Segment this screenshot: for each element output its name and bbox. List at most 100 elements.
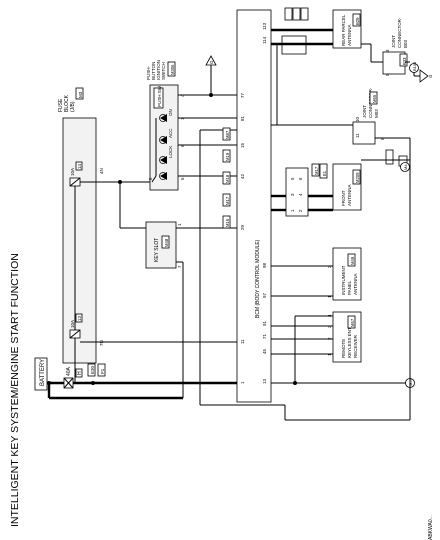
fuse-14-id: 14 — [77, 163, 82, 169]
on-indicator — [159, 114, 167, 122]
rke-conn-box — [347, 315, 356, 329]
push-switch-conn: M306 — [170, 64, 175, 75]
rke-conn: M57 — [350, 318, 355, 327]
m8-box — [284, 7, 293, 21]
m4-label: M4 — [403, 164, 408, 170]
ground2-label: G — [428, 74, 433, 78]
front-conn: M209 — [355, 172, 360, 183]
inst-line2: PANEL — [347, 280, 352, 295]
joint-m-line3: M03 — [374, 109, 379, 118]
key-slot-label: KEY SLOT — [154, 238, 160, 262]
bcm-box — [236, 9, 272, 403]
m16-conn-box — [222, 215, 231, 229]
bcm-pin-15: 15 — [240, 142, 245, 148]
battery-label: BATTERY — [40, 359, 46, 386]
battery-box — [34, 357, 48, 391]
e1-box — [319, 163, 328, 179]
fusible-link-id: H — [77, 371, 83, 375]
key-slot-conn: M48 — [164, 238, 169, 247]
m4-circle — [400, 162, 410, 172]
m16-conn: M16 — [225, 218, 230, 227]
switch-feed — [151, 175, 157, 183]
m17-conn: M17 — [225, 196, 230, 205]
front-line1: FRONT — [341, 190, 346, 206]
front-pin-4: 4 — [298, 193, 303, 196]
b2-box — [300, 7, 309, 21]
bcm-label: BCM (BODY CONTROL MODULE) — [255, 239, 261, 318]
bcm-pin-77: 77 — [240, 92, 245, 98]
rear-antenna-line1: REAR PARCEL — [341, 14, 346, 46]
bcm-pin-113: 113 — [262, 22, 267, 30]
joint-m-conn-box — [369, 91, 378, 105]
joint-b-line1: JOINT — [391, 35, 396, 48]
push-switch-line2: BUTTON — [151, 62, 156, 80]
bcm-pin-91: 91 — [262, 320, 267, 326]
joint-m-box — [352, 121, 376, 145]
start-indicator — [159, 172, 167, 180]
push-switch-conn-box — [167, 61, 176, 77]
bcm-pin-71: 71 — [262, 333, 267, 339]
front-pin-5: 5 — [290, 177, 295, 180]
bcm-pin-1: 1 — [240, 381, 245, 384]
fusible-link-amp: 40A — [66, 366, 72, 376]
m87-conn: M87 — [225, 130, 230, 139]
joint-m-conn: M65 — [372, 94, 377, 103]
joint-b-line2: CONNECTOR- — [397, 17, 402, 48]
e30-junction — [91, 381, 95, 385]
diagram-title: INTELLIGENT KEY SYSTEM/ENGINE START FUNC… — [9, 253, 21, 527]
lock-indicator-label: LOCK — [168, 146, 173, 158]
ground-triangle — [205, 55, 217, 66]
fuse-14-pin: 4N — [99, 168, 104, 174]
push-sw-inner-label: PUSH SW — [157, 85, 162, 107]
bcm-pin-114: 114 — [262, 36, 267, 44]
push-switch-line3: IGNITION — [156, 60, 161, 80]
bcm-pin-42: 42 — [240, 173, 245, 179]
joint-b-pin-3: 3 — [385, 49, 390, 52]
push-switch-line4: SWITCH — [161, 62, 166, 80]
bcm-pin-81: 81 — [240, 115, 245, 121]
fuse-block-conn: M3 — [78, 91, 83, 98]
rear-antenna-line2: ANTENNA — [347, 24, 352, 46]
joint-b-line3: B03 — [403, 39, 408, 48]
m17-conn-box — [222, 193, 231, 207]
inst-line3: ANTENNA — [353, 273, 358, 295]
switch-pin-8: 8 — [148, 177, 153, 180]
acc-indicator-label: ACC — [168, 128, 173, 138]
front-antenna-conn-box — [285, 167, 309, 217]
m210-box — [385, 149, 394, 165]
joint-m-pin-11: 11 — [355, 133, 360, 138]
e1-label: E1 — [322, 170, 327, 176]
key-slot-pin-1: 1 — [177, 223, 182, 226]
m87-conn-box — [222, 127, 231, 141]
lock-indicator — [159, 156, 167, 164]
fuse-14-amp: 10A — [70, 168, 75, 176]
fuse-13-pin: 7N — [99, 340, 104, 346]
rke-line2: KEYLESS ENTRY — [347, 321, 352, 358]
on-indicator-label: ON — [168, 109, 173, 116]
bcm-pin-97: 97 — [262, 292, 267, 298]
rear-antenna-conn-box — [352, 13, 361, 27]
front-pin-6: 6 — [298, 177, 303, 180]
fuse-block-conn-box — [75, 87, 84, 100]
joint-b-conn: B33 — [402, 57, 407, 65]
rke-line1: REMOTE — [341, 339, 346, 358]
joint-m-pin-10: 10 — [355, 116, 360, 122]
fuse-block-line3: (J/B) — [70, 101, 76, 112]
f1-box — [97, 363, 106, 377]
front-pin-1: 1 — [290, 209, 295, 212]
inst-conn: M49 — [350, 256, 355, 265]
m17-box-2 — [311, 163, 320, 177]
key-slot-conn-box — [161, 235, 170, 249]
joint-m-line1: JOINT — [362, 105, 367, 118]
fuse-14-id-box — [75, 161, 83, 171]
key-slot-pin-7: 7 — [177, 265, 182, 268]
push-switch-line1: PUSH- — [146, 65, 151, 80]
bcm-pin-13: 13 — [262, 378, 267, 384]
ground-label: G — [209, 60, 214, 64]
fuse-13-id-box — [75, 313, 83, 323]
switch-pin-5: 5 — [180, 177, 185, 180]
bcm-pin-11: 11 — [240, 339, 245, 344]
front-pin-3: 3 — [290, 193, 295, 196]
rke-line3: RECEIVER — [353, 334, 358, 358]
fuse-block-line2: BLOCK — [64, 94, 70, 112]
